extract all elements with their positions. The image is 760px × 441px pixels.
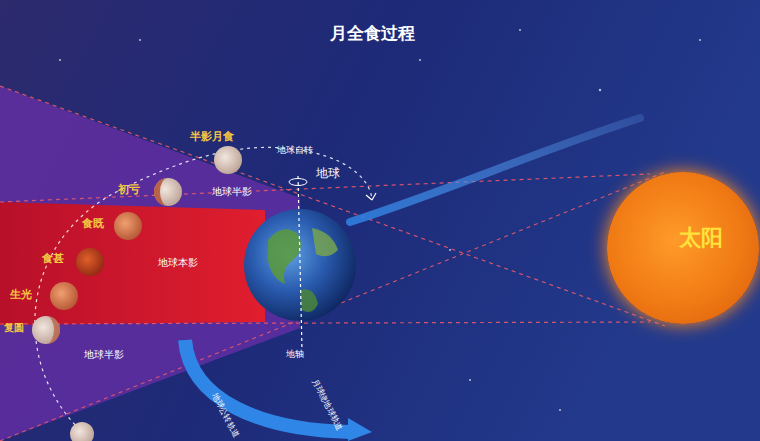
sun-label: 太阳 <box>679 223 723 253</box>
eclipse-phase: 初亏 <box>118 184 140 197</box>
axis-label: 地轴 <box>286 349 304 359</box>
eclipse-phase: 半影月食 <box>190 131 234 144</box>
diagram-title: 月全食过程 <box>330 24 415 44</box>
sun-circle: 太阳 <box>607 172 759 324</box>
umbra-label: 地球本影 <box>158 257 198 269</box>
eclipse-phase: 食甚 <box>42 253 64 266</box>
earth-label: 地球 <box>316 167 340 181</box>
eclipse-phase: 复圆 <box>4 322 24 334</box>
eclipse-phase: 生光 <box>10 289 32 302</box>
penumbra-label: 地球半影 <box>212 186 252 198</box>
penumbra-label: 地球半影 <box>84 349 124 361</box>
eclipse-phase: 食既 <box>82 218 104 231</box>
rotation-label: 地球自转 <box>277 145 313 155</box>
